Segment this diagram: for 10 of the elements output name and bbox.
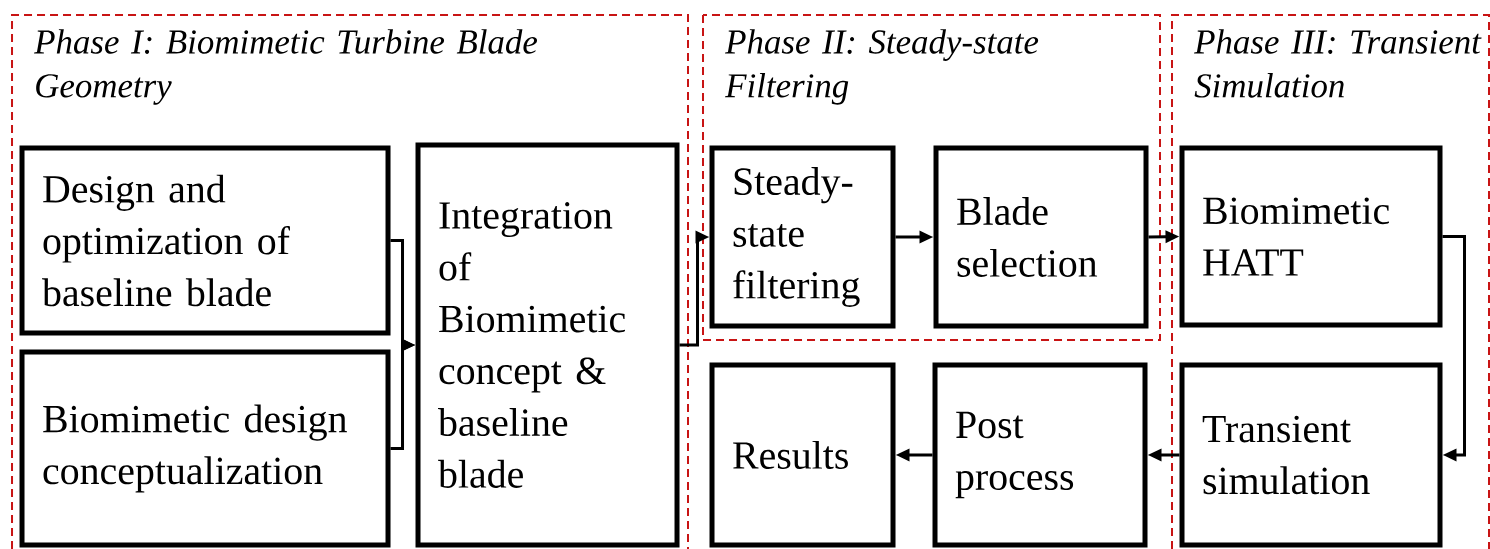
- process-box: Results: [709, 362, 896, 548]
- process-box: Design and optimization of baseline blade: [19, 145, 391, 336]
- process-box: Transient simulation: [1179, 362, 1443, 548]
- process-box: Biomimetic HATT: [1179, 145, 1443, 328]
- process-box: Post process: [932, 362, 1148, 548]
- process-box: Integration of Biomimetic concept & baseline blade: [415, 142, 680, 548]
- process-box: Biomimetic design conceptualization: [19, 349, 391, 548]
- process-box: Steady-state filtering: [709, 145, 896, 329]
- process-box: Blade selection: [933, 145, 1149, 329]
- arrow: [1442, 235, 1466, 462]
